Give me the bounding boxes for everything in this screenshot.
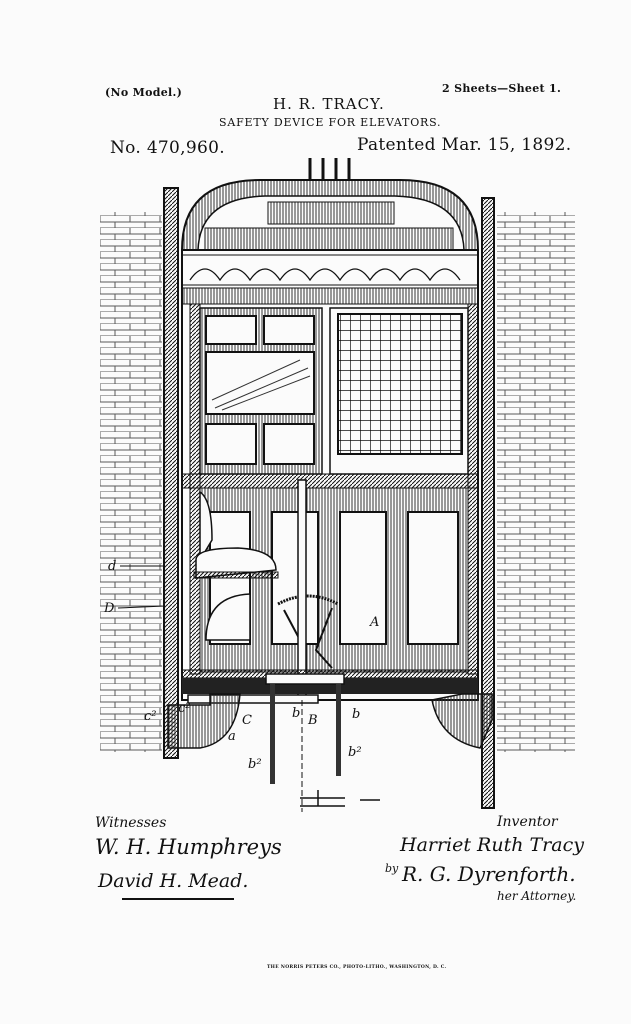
patent-number: No. 470,960. — [110, 138, 225, 158]
label-c2-right: c² — [178, 701, 191, 716]
left-brick-wall — [100, 212, 162, 752]
safety-mechanism — [167, 673, 493, 812]
guide-rails — [163, 187, 495, 809]
inventor-signature: Harriet Ruth Tracy — [400, 834, 584, 856]
label-A: A — [369, 615, 379, 630]
witness-1-signature: W. H. Humphreys — [95, 835, 282, 859]
label-D: D — [103, 601, 115, 616]
signature-underline — [122, 898, 234, 900]
label-b2-left: b² — [248, 757, 262, 772]
patent-date: Patented Mar. 15, 1892. — [357, 135, 572, 155]
label-a: a — [228, 729, 236, 744]
model-note: (No Model.) — [105, 86, 183, 99]
witness-2-signature: David H. Mead. — [98, 870, 249, 892]
label-b2-right: b² — [348, 745, 362, 760]
label-d: d — [108, 559, 116, 574]
label-C: C — [242, 713, 252, 728]
attorney-signature: R. G. Dyrenforth. — [402, 862, 576, 886]
label-c2-left: c² — [144, 709, 157, 724]
label-b: b — [352, 707, 360, 722]
reference-letters: d D A c² c² C a b B b b² b² — [103, 559, 379, 772]
patent-title: SAFETY DEVICE FOR ELEVATORS. — [219, 116, 442, 129]
elevator-car — [180, 179, 480, 701]
sheet-info: 2 Sheets—Sheet 1. — [442, 82, 562, 95]
by-label: by — [385, 862, 399, 875]
label-B: B — [307, 713, 318, 728]
witnesses-label: Witnesses — [95, 815, 167, 831]
printer-credit: THE NORRIS PETERS CO., PHOTO-LITHO., WAS… — [267, 965, 447, 970]
hoist-cables — [308, 158, 351, 180]
attorney-label: her Attorney. — [497, 889, 577, 903]
right-brick-wall — [497, 212, 575, 752]
inventor-label: Inventor — [497, 814, 558, 830]
inventor-name: H. R. TRACY. — [273, 95, 385, 113]
label-b-small: b — [292, 706, 300, 721]
